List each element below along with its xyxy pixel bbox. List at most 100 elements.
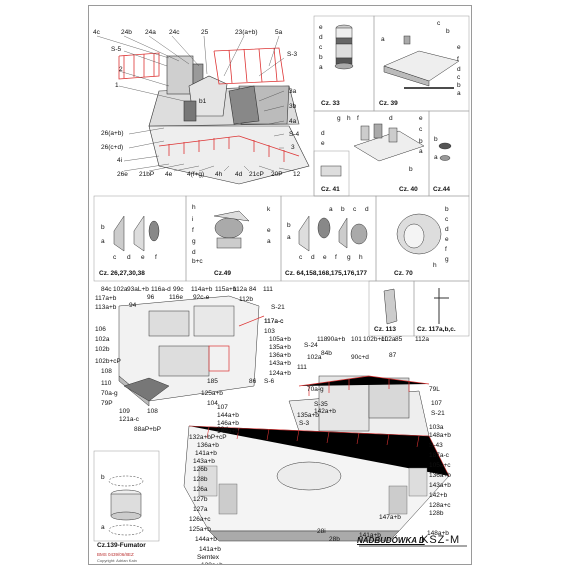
part-label: S-21 [271,304,285,311]
label: k [267,206,271,213]
part-label: 28d [217,426,228,433]
part-label: 103 [264,328,275,335]
part-label: 110 [101,380,112,387]
label: b+c [192,258,203,265]
part-label: 88aP+bP [134,426,161,433]
label: b [419,138,423,145]
label: 26e [117,171,128,178]
footer-code: BMS 0439/06/8EZ [97,552,134,557]
part-label: 96 [147,294,155,301]
part-label: 92c-e [193,294,210,301]
part-label: 146a+b [217,420,239,427]
part-label: 111 [263,286,273,293]
label: 3b [289,103,297,110]
label: a [101,238,105,245]
cz64-drawing [298,215,368,252]
label: c [299,254,303,261]
label: a [287,234,291,241]
label: h [433,262,437,269]
part-label: 85 [395,336,403,343]
label: 24c [169,29,180,36]
part-label: 143a+b [269,360,291,367]
label: 4a [289,118,297,125]
part-label: 121a-c [119,416,139,423]
part-label: 118 [317,336,328,343]
part-label: 112b [239,296,253,303]
label: a [434,154,438,161]
part-label: 141a+b [199,546,221,553]
label: d [389,115,393,122]
label: 2 [119,66,123,73]
part-label: 102b [95,346,110,353]
part-label: 84 [249,286,257,293]
part-label: 86 [249,378,257,385]
part-label: 143a+b [193,458,215,465]
label: a [419,148,423,155]
cz39-drawing [373,15,470,112]
label: f [445,246,447,253]
cz70-drawing [396,213,442,255]
label: d [192,249,196,256]
part-label: Semtex [197,554,220,561]
assembly-sheet: 4c 24b 24a 24c 25 23(a+b) 5a S-5 S-3 2 1… [88,5,472,565]
part-label: 70a-g [307,386,324,393]
label: 4e [165,171,173,178]
label: d [321,130,325,137]
part-label: 114a+b [191,286,213,293]
part-label: 102a [307,354,322,361]
label: e [267,227,271,234]
cz40-41-44-drawing [313,110,470,197]
label: b [319,54,323,61]
part-label: 104 [207,400,218,407]
label: f [357,115,359,122]
label: b [101,224,105,231]
cz113-117-drawing [368,280,470,337]
part-label: 138a+b [201,562,223,564]
section-label-cz70: Cz. 70 [394,270,413,277]
cz49-drawing [213,210,250,249]
part-label: S-43 [429,442,443,449]
part-label: 117a-c [264,318,284,325]
drawing-canvas [93,15,470,547]
part-label: 125a+b [189,526,211,533]
label: 25 [201,29,209,36]
part-label: 126b [193,466,208,473]
part-label: 28i [317,528,326,535]
label: b [445,206,449,213]
part-label: 79P [101,400,113,407]
part-label: 105a+b [269,336,291,343]
section-label-cz26: Cz. 26,27,30,38 [99,270,145,277]
label: b [341,206,345,213]
label: b [457,82,461,89]
part-label: 87 [389,352,397,359]
part-label: 90a+b [327,336,346,343]
part-label: 101 [351,336,362,343]
part-label: 113a+b [95,304,117,311]
part-label: 116e [169,294,183,301]
label: c [113,254,117,261]
part-label: 99c [173,286,184,293]
part-label: 102a [381,336,396,343]
label: c [353,206,357,213]
label: b [434,136,438,143]
part-label: 90c+d [351,354,369,361]
part-label: 185 [207,378,218,385]
part-label: 128b [429,510,444,517]
part-label: 132a+bP+cP [189,434,227,441]
part-label: 124a+b [269,370,291,377]
label: b [287,222,291,229]
section-label-cz33: Cz. 33 [321,100,340,107]
part-label: 144a+b [217,412,239,419]
part-label: 115a+b [215,286,237,293]
part-label: 135a+b [297,412,319,419]
label: 4i [117,157,123,164]
label: d [365,206,369,213]
label: e [141,254,145,261]
label: d [445,226,449,233]
top-superstructure-drawing [96,35,310,185]
page-title: NADBUDÓWKA D [357,536,425,545]
part-label: 102b+cP [95,358,121,365]
part-label: 126a+c [189,516,211,523]
section-label-cz49: Cz.49 [214,270,231,277]
part-label: 109 [119,408,130,415]
